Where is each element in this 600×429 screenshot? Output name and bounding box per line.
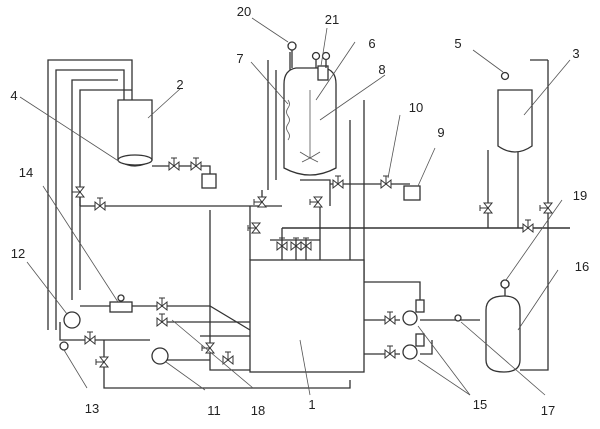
- item-17: [454, 314, 462, 322]
- tank-2: [117, 99, 153, 167]
- gauge-21: [311, 51, 331, 68]
- label-20: 20: [237, 4, 251, 19]
- label-17: 17: [541, 403, 555, 418]
- label-16: 16: [575, 259, 589, 274]
- component-labels: 1 2 3 4 5 6 7 8 9 10 11 12 13 14 15 16 1…: [10, 4, 589, 418]
- label-14: 14: [19, 165, 33, 180]
- label-3: 3: [572, 46, 579, 61]
- label-13: 13: [85, 401, 99, 416]
- item-13: [59, 341, 69, 351]
- gauge-20: [287, 41, 297, 68]
- gauge-19: [500, 279, 510, 289]
- label-8: 8: [378, 62, 385, 77]
- unit-1: [249, 259, 365, 373]
- label-19: 19: [573, 188, 587, 203]
- pump-15-lower: [402, 333, 425, 360]
- leader-lines: [19, 17, 571, 396]
- label-2: 2: [176, 77, 183, 92]
- label-18: 18: [251, 403, 265, 418]
- label-1: 1: [308, 397, 315, 412]
- label-11: 11: [207, 403, 221, 418]
- label-9: 9: [437, 125, 444, 140]
- pump-11: [151, 347, 169, 365]
- label-4: 4: [10, 88, 17, 103]
- label-6: 6: [368, 36, 375, 51]
- label-12: 12: [11, 246, 25, 261]
- vessel-9: [403, 185, 421, 201]
- label-15: 15: [473, 397, 487, 412]
- label-21: 21: [325, 12, 339, 27]
- heater-14: [109, 301, 133, 313]
- pump-15-upper: [402, 299, 425, 326]
- label-10: 10: [409, 100, 423, 115]
- piping: [47, 52, 570, 389]
- small-vessel: [201, 173, 217, 189]
- pump-12: [63, 311, 81, 329]
- tank-3: [497, 71, 533, 153]
- label-7: 7: [236, 51, 243, 66]
- label-5: 5: [454, 36, 461, 51]
